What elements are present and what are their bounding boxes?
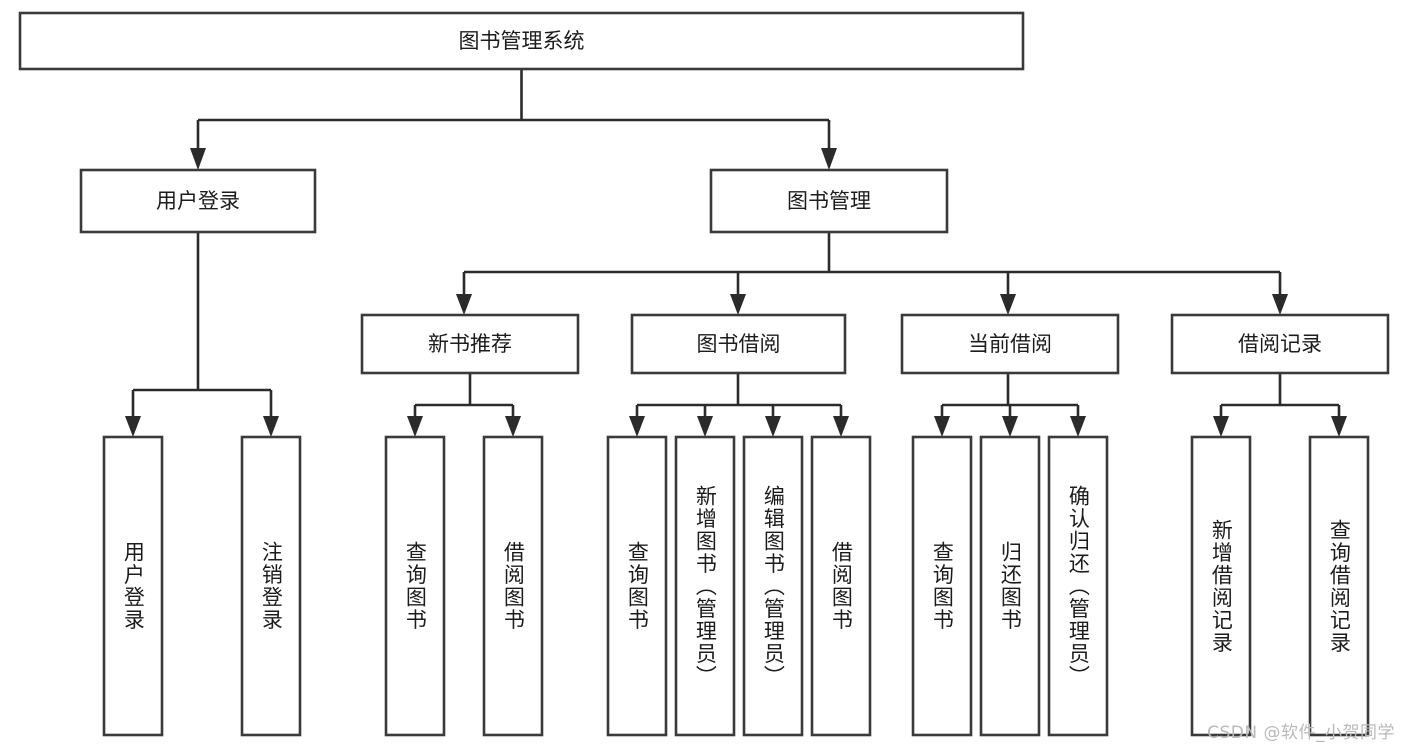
arrowhead-records xyxy=(1272,294,1288,315)
node-book-management-label: 图书管理 xyxy=(787,189,871,213)
node-leaf-add-book-admin[interactable] xyxy=(674,435,736,737)
arrowhead-newbook-borrow xyxy=(505,416,521,437)
arrowhead-borrow-add xyxy=(697,416,713,437)
node-root-label: 图书管理系统 xyxy=(459,29,585,53)
arrowhead-book-mgmt xyxy=(821,148,837,170)
node-leaf-return-book[interactable] xyxy=(979,435,1041,737)
arrowhead-leaf-logout xyxy=(263,416,279,437)
node-leaf-confirm-return[interactable] xyxy=(1047,435,1109,737)
arrowhead-borrow-lend xyxy=(833,416,849,437)
node-layer: 图书管理系统 用户登录 图书管理 新书推荐 图书借阅 当前借阅 借阅记录 xyxy=(18,11,1390,737)
arrowhead-records-query xyxy=(1331,416,1347,437)
node-borrow-records[interactable] xyxy=(1170,313,1390,375)
node-current-borrow-label: 当前借阅 xyxy=(968,332,1052,356)
node-leaf-query-book-1[interactable] xyxy=(384,435,446,737)
node-leaf-borrow-book-2[interactable] xyxy=(810,435,872,737)
node-leaf-borrow-book-1[interactable] xyxy=(482,435,544,737)
node-leaf-logout[interactable] xyxy=(240,435,302,737)
node-leaf-query-book-2[interactable] xyxy=(606,435,668,737)
node-borrow-records-label: 借阅记录 xyxy=(1238,332,1322,356)
arrowhead-current-confirm xyxy=(1070,416,1086,437)
arrowhead-current-query xyxy=(934,416,950,437)
node-user-login-label: 用户登录 xyxy=(156,189,240,213)
csdn-watermark: CSDN @软件_小贺同学 xyxy=(1207,723,1395,743)
arrowhead-borrow-edit xyxy=(765,416,781,437)
connector-layer xyxy=(125,69,1347,437)
arrowhead-user-login xyxy=(190,148,206,170)
node-user-login[interactable] xyxy=(79,168,317,234)
node-leaf-edit-book-admin[interactable] xyxy=(742,435,804,737)
node-leaf-add-record[interactable] xyxy=(1190,435,1252,737)
arrowhead-current xyxy=(1000,294,1016,315)
arrowhead-borrow-query xyxy=(629,416,645,437)
node-new-book-recommend[interactable] xyxy=(360,313,580,375)
arrowhead-borrow xyxy=(730,294,746,315)
arrowhead-newbook xyxy=(456,294,472,315)
arrowhead-leaf-user-login xyxy=(125,416,141,437)
node-current-borrow[interactable] xyxy=(900,313,1120,375)
arrowhead-records-add xyxy=(1213,416,1229,437)
node-leaf-query-record[interactable] xyxy=(1308,435,1370,737)
arrowhead-current-return xyxy=(1002,416,1018,437)
node-book-management[interactable] xyxy=(709,168,949,234)
node-new-book-recommend-label: 新书推荐 xyxy=(428,332,512,356)
node-book-borrow-label: 图书借阅 xyxy=(697,332,781,356)
arrowhead-newbook-query xyxy=(407,416,423,437)
node-leaf-query-book-3[interactable] xyxy=(911,435,973,737)
node-leaf-user-login[interactable] xyxy=(102,435,164,737)
node-root[interactable] xyxy=(18,11,1025,71)
node-book-borrow[interactable] xyxy=(630,313,847,375)
